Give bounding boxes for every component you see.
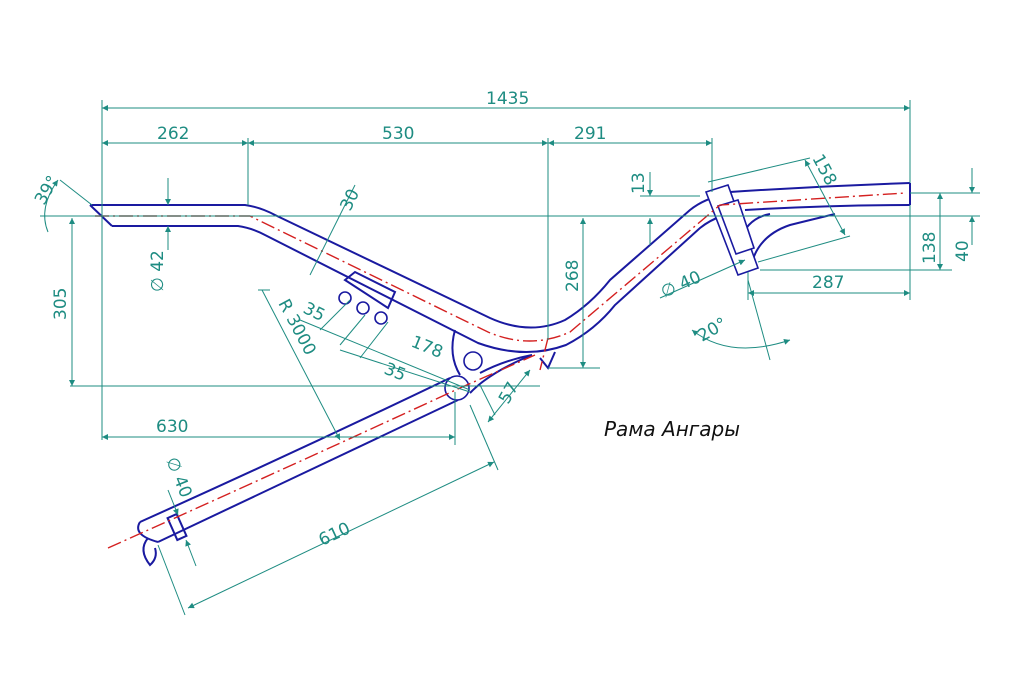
- dim-dia-40-upper: ∅ 40: [658, 267, 704, 302]
- dim-height-268: 268: [563, 260, 583, 292]
- dim-angle-39: 39°: [31, 172, 63, 208]
- dim-overall-length: 1435: [486, 89, 529, 109]
- dim-height-40: 40: [953, 240, 973, 262]
- frame-head-tube-section: [704, 182, 911, 277]
- dim-dia-40-lower: ∅ 40: [161, 454, 195, 500]
- dim-offset-13: 13: [629, 172, 649, 194]
- dim-seg-291: 291: [574, 124, 606, 144]
- frame-joint-gusset: [444, 329, 556, 401]
- dim-610: 610: [316, 519, 354, 551]
- dim-dia-42: ∅ 42: [148, 250, 168, 292]
- frame-bracket-rollers: [338, 270, 397, 325]
- dim-angle-20: 20°: [695, 314, 731, 346]
- dim-630: 630: [156, 417, 188, 437]
- dim-height-138: 138: [920, 232, 940, 264]
- dim-seg-530: 530: [382, 124, 414, 144]
- dim-158: 158: [808, 151, 841, 189]
- centerlines: [95, 192, 906, 549]
- dimension-lines: [40, 100, 980, 616]
- dim-178: 178: [408, 332, 446, 363]
- frame-main-tube: [89, 194, 726, 353]
- dim-height-305: 305: [51, 288, 71, 320]
- dim-seg-262: 262: [157, 124, 189, 144]
- dim-offset-30: 30: [337, 186, 364, 214]
- dim-287: 287: [812, 273, 844, 293]
- drawing-title: Рама Ангары: [604, 417, 740, 441]
